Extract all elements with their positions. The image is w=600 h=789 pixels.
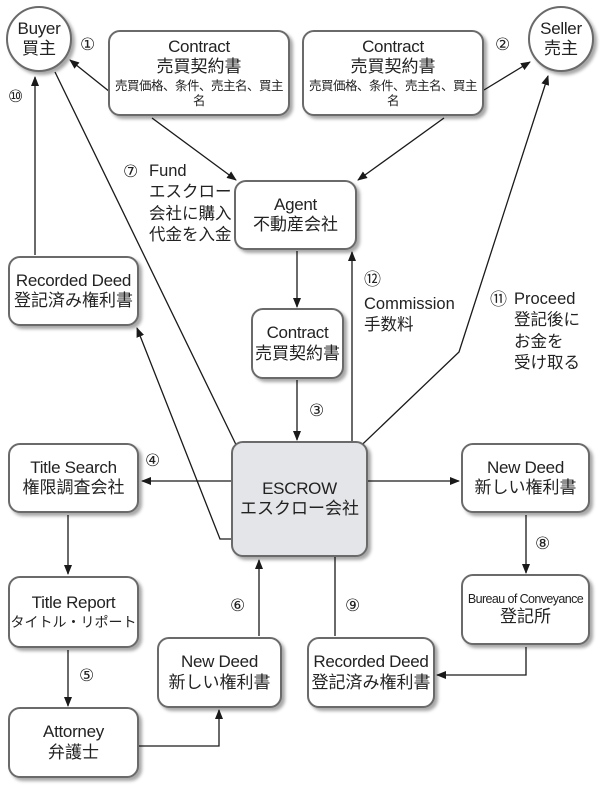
arrow-proceed-to-seller <box>345 75 550 461</box>
fund-note: Fund エスクロー 会社に購入 代金を入金 <box>149 161 232 247</box>
commission-note-line: Commission <box>364 295 455 313</box>
bureau-label-en: Bureau of Conveyance <box>467 591 584 606</box>
recorded-deed-left-label-en: Recorded Deed <box>15 270 132 290</box>
contract-right-label-en: Contract <box>362 36 424 56</box>
arrow-fund-to-escrow <box>54 71 243 458</box>
step-3: ③ <box>309 401 325 420</box>
buyer-label-en: Buyer <box>17 19 61 39</box>
contract-mid-label-ja: 売買契約書 <box>255 343 340 363</box>
fund-note-line: Fund <box>149 162 187 180</box>
agent-label-en: Agent <box>274 194 317 214</box>
title-search-node: Title Search 権限調査会社 <box>8 443 139 513</box>
attorney-node: Attorney 弁護士 <box>8 707 139 778</box>
title-search-label-en: Title Search <box>30 457 117 477</box>
fund-note-line: 会社に購入 <box>149 204 232 223</box>
step-6: ⑥ <box>230 596 246 615</box>
recorded-deed-bottom-label-en: Recorded Deed <box>313 652 429 672</box>
title-search-label-ja: 権限調査会社 <box>22 478 125 497</box>
fund-note-line: 代金を入金 <box>149 226 232 245</box>
recorded-deed-bottom-label-ja: 登記済み権利書 <box>311 672 431 692</box>
seller-label-en: Seller <box>540 19 582 39</box>
contract-left-label-ja: 売買契約書 <box>156 57 242 76</box>
title-report-node: Title Report タイトル・リポート <box>8 576 139 648</box>
new-deed-right-label-en: New Deed <box>487 457 564 477</box>
step-10: ⑩ <box>8 87 24 106</box>
attorney-label-ja: 弁護士 <box>48 742 99 762</box>
escrow-label-ja: エスクロー会社 <box>240 499 359 518</box>
step-12: ⑫ <box>364 270 381 289</box>
new-deed-bottom-label-ja: 新しい権利書 <box>168 672 271 692</box>
step-8: ⑧ <box>535 534 551 553</box>
bureau-node: Bureau of Conveyance 登記所 <box>461 574 590 645</box>
contract-left-label-en: Contract <box>168 36 230 56</box>
contract-right-label-ja: 売買契約書 <box>350 57 436 76</box>
step-11: ⑪ <box>490 290 507 309</box>
contract-mid-label-en: Contract <box>266 323 329 343</box>
fund-note-line: エスクロー <box>149 183 232 202</box>
bureau-label-ja: 登記所 <box>500 606 551 626</box>
new-deed-right-node: New Deed 新しい権利書 <box>461 443 590 513</box>
arrow-contract-to-seller <box>483 61 531 91</box>
arrow-contract-right-to-agent <box>357 117 445 181</box>
title-report-label-en: Title Report <box>31 593 116 613</box>
proceed-note-line: 受け取る <box>514 354 580 373</box>
step-4: ④ <box>145 451 161 470</box>
new-deed-bottom-node: New Deed 新しい権利書 <box>157 637 282 708</box>
agent-node: Agent 不動産会社 <box>234 180 357 250</box>
commission-note: Commission 手数料 <box>364 294 455 337</box>
recorded-deed-bottom-node: Recorded Deed 登記済み権利書 <box>307 637 435 708</box>
escrow-label-en: ESCROW <box>262 478 337 498</box>
proceed-note-line: お金を <box>514 332 564 351</box>
new-deed-bottom-label-en: New Deed <box>181 652 258 672</box>
recorded-deed-left-node: Recorded Deed 登記済み権利書 <box>8 256 139 326</box>
arrow-contract-to-buyer <box>69 59 111 93</box>
step-7: ⑦ <box>123 162 139 181</box>
arrow-contract-left-to-agent <box>151 117 237 181</box>
seller-node: Seller 売主 <box>528 6 594 72</box>
attorney-label-en: Attorney <box>43 722 104 742</box>
step-1: ① <box>80 35 96 54</box>
agent-label-ja: 不動産会社 <box>253 215 338 234</box>
proceed-note-line: Proceed <box>514 290 576 308</box>
buyer-label-ja: 買主 <box>22 39 56 58</box>
seller-label-ja: 売主 <box>544 39 578 58</box>
escrow-node: ESCROW エスクロー会社 <box>231 441 368 557</box>
buyer-node: Buyer 買主 <box>6 6 72 72</box>
proceed-note-line: 登記後に <box>514 311 580 330</box>
contract-left-sub: 売買価格、条件、売主名、買主名 <box>114 79 284 109</box>
commission-note-line: 手数料 <box>364 316 414 335</box>
title-report-label-ja: タイトル・リポート <box>10 613 137 630</box>
step-9: ⑨ <box>345 596 361 615</box>
contract-left-node: Contract 売買契約書 売買価格、条件、売主名、買主名 <box>108 30 290 116</box>
arrow-bureau-to-recorded-deed <box>436 647 527 679</box>
contract-right-sub: 売買価格、条件、売主名、買主名 <box>308 79 478 109</box>
proceed-note: Proceed 登記後に お金を 受け取る <box>514 289 580 375</box>
step-5: ⑤ <box>79 666 95 685</box>
contract-mid-node: Contract 売買契約書 <box>251 308 344 379</box>
step-2: ② <box>495 35 511 54</box>
recorded-deed-left-label-ja: 登記済み権利書 <box>14 291 133 310</box>
arrow-attorney-to-new-deed <box>139 709 223 747</box>
new-deed-right-label-ja: 新しい権利書 <box>474 478 577 497</box>
contract-right-node: Contract 売買契約書 売買価格、条件、売主名、買主名 <box>302 30 484 116</box>
